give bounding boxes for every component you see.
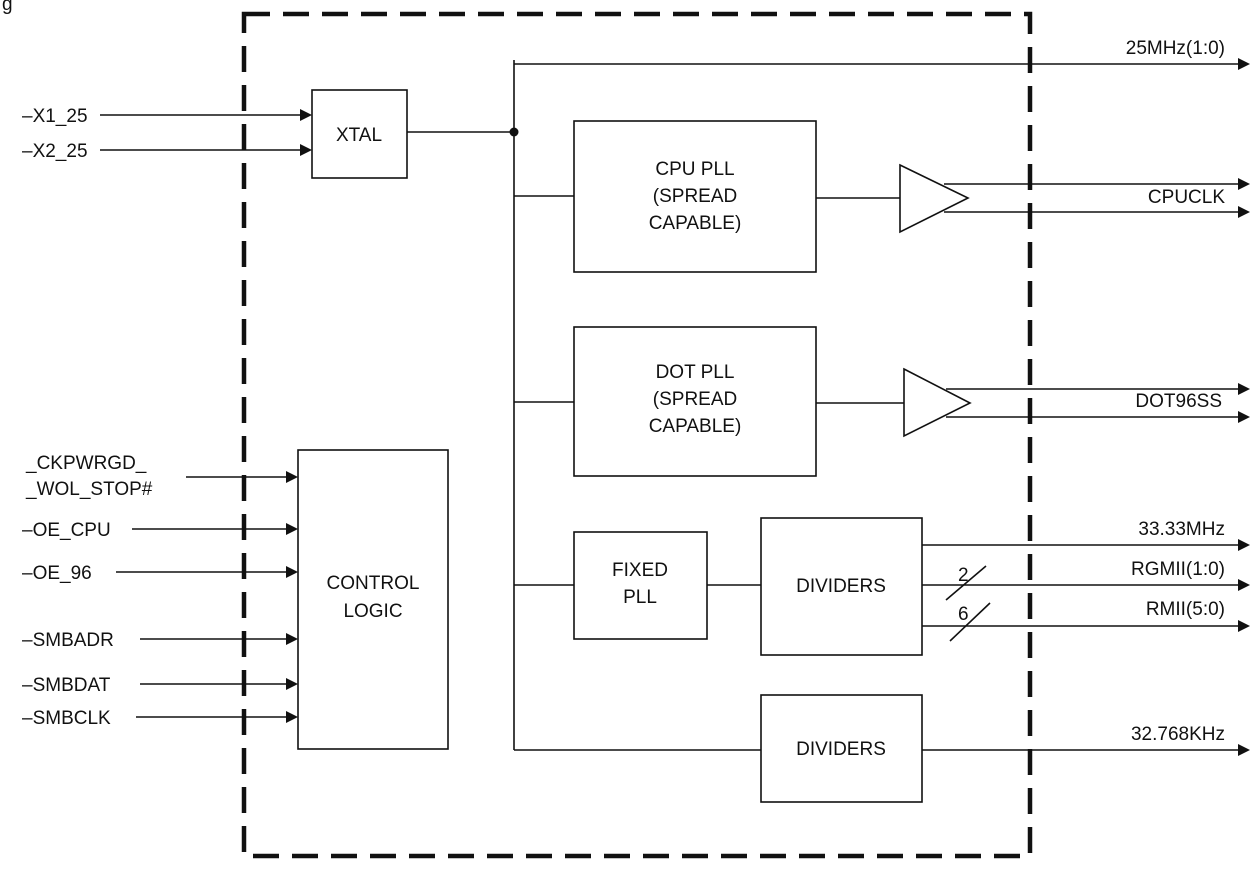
fixed-pll-label-1: FIXED	[612, 560, 668, 581]
input-oe-cpu-label: –OE_CPU	[22, 520, 111, 541]
output-rgmii: RGMII(1:0) 2	[922, 559, 1250, 601]
arrow-right-icon	[1238, 58, 1250, 70]
fixed-pll-label-2: PLL	[623, 587, 657, 608]
input-oe-96-label: –OE_96	[22, 563, 92, 584]
arrow-right-icon	[286, 678, 298, 690]
input-x1-label: –X1_25	[22, 106, 88, 127]
input-oe-96: –OE_96	[22, 563, 298, 584]
arrow-right-icon	[286, 711, 298, 723]
input-smbdat-label: –SMBDAT	[22, 675, 111, 696]
output-25mhz: 25MHz(1:0)	[514, 38, 1250, 70]
bus-slash	[949, 602, 991, 642]
arrow-right-icon	[1238, 178, 1250, 190]
arrow-right-icon	[1238, 620, 1250, 632]
arrow-right-icon	[286, 566, 298, 578]
output-32khz-label: 32.768KHz	[1131, 724, 1225, 745]
dividers-top-label: DIVIDERS	[796, 576, 886, 597]
output-dot96ss-label: DOT96SS	[1135, 391, 1222, 412]
input-smbclk: –SMBCLK	[22, 708, 298, 729]
output-33mhz-label: 33.33MHz	[1138, 519, 1225, 540]
control-logic-label-2: LOGIC	[343, 601, 402, 622]
arrow-right-icon	[1238, 539, 1250, 551]
arrow-right-icon	[1238, 744, 1250, 756]
arrow-right-icon	[286, 633, 298, 645]
arrow-right-icon	[1238, 206, 1250, 218]
output-cpuclk-label: CPUCLK	[1148, 187, 1225, 208]
output-dot96ss: DOT96SS	[946, 383, 1250, 423]
input-x2: –X2_25	[22, 141, 312, 162]
figure-label: g	[2, 0, 13, 15]
output-rmii-label: RMII(5:0)	[1146, 599, 1225, 620]
fixed-pll-block: FIXED PLL	[573, 531, 708, 640]
arrow-right-icon	[300, 144, 312, 156]
arrow-right-icon	[300, 109, 312, 121]
dot-pll-label-1: DOT PLL	[656, 362, 735, 383]
input-oe-cpu: –OE_CPU	[22, 520, 298, 541]
output-25mhz-label: 25MHz(1:0)	[1126, 38, 1225, 59]
input-smbadr-label: –SMBADR	[22, 630, 114, 651]
arrow-right-icon	[1238, 411, 1250, 423]
arrow-right-icon	[286, 471, 298, 483]
input-smbadr: –SMBADR	[22, 630, 298, 651]
input-ckpwrgd: _CKPWRGD_ _WOL_STOP#	[25, 453, 298, 500]
cpu-pll-label-2: (SPREAD	[653, 186, 737, 207]
output-rgmii-label: RGMII(1:0)	[1131, 559, 1225, 580]
bus-slash	[945, 565, 987, 601]
dot-pll-block: DOT PLL (SPREAD CAPABLE)	[573, 326, 817, 477]
xtal-block: XTAL	[311, 89, 408, 179]
cpu-pll-label-3: CAPABLE)	[649, 213, 742, 234]
dot-buffer-icon	[903, 367, 972, 438]
input-ckpwrgd-label-1: _CKPWRGD_	[25, 453, 147, 474]
cpu-pll-block: CPU PLL (SPREAD CAPABLE)	[573, 120, 817, 273]
control-logic-block: CONTROL LOGIC	[297, 449, 449, 750]
input-x1: –X1_25	[22, 106, 312, 127]
dot-pll-label-3: CAPABLE)	[649, 416, 742, 437]
internal-wiring	[407, 60, 904, 751]
xtal-label: XTAL	[336, 125, 382, 146]
dot-pll-label-2: (SPREAD	[653, 389, 737, 410]
arrow-right-icon	[286, 523, 298, 535]
input-x2-label: –X2_25	[22, 141, 88, 162]
input-ckpwrgd-label-2: _WOL_STOP#	[25, 479, 153, 500]
cpu-buffer-icon	[899, 163, 970, 234]
dividers-top-block: DIVIDERS	[760, 517, 923, 656]
output-cpuclk: CPUCLK	[944, 178, 1250, 218]
input-smbclk-label: –SMBCLK	[22, 708, 111, 729]
output-33mhz: 33.33MHz	[922, 519, 1250, 551]
cpu-pll-label-1: CPU PLL	[655, 159, 734, 180]
output-rmii: RMII(5:0) 6	[922, 599, 1250, 642]
chip-boundary	[241, 11, 1033, 859]
dividers-bottom-label: DIVIDERS	[796, 739, 886, 760]
dividers-bottom-block: DIVIDERS	[760, 694, 923, 803]
arrow-right-icon	[1238, 579, 1250, 591]
output-32khz: 32.768KHz	[922, 724, 1250, 756]
input-smbdat: –SMBDAT	[22, 675, 298, 696]
rmii-bus-width: 6	[958, 604, 969, 625]
arrow-right-icon	[1238, 383, 1250, 395]
rgmii-bus-width: 2	[958, 565, 969, 586]
control-logic-label-1: CONTROL	[327, 573, 420, 594]
